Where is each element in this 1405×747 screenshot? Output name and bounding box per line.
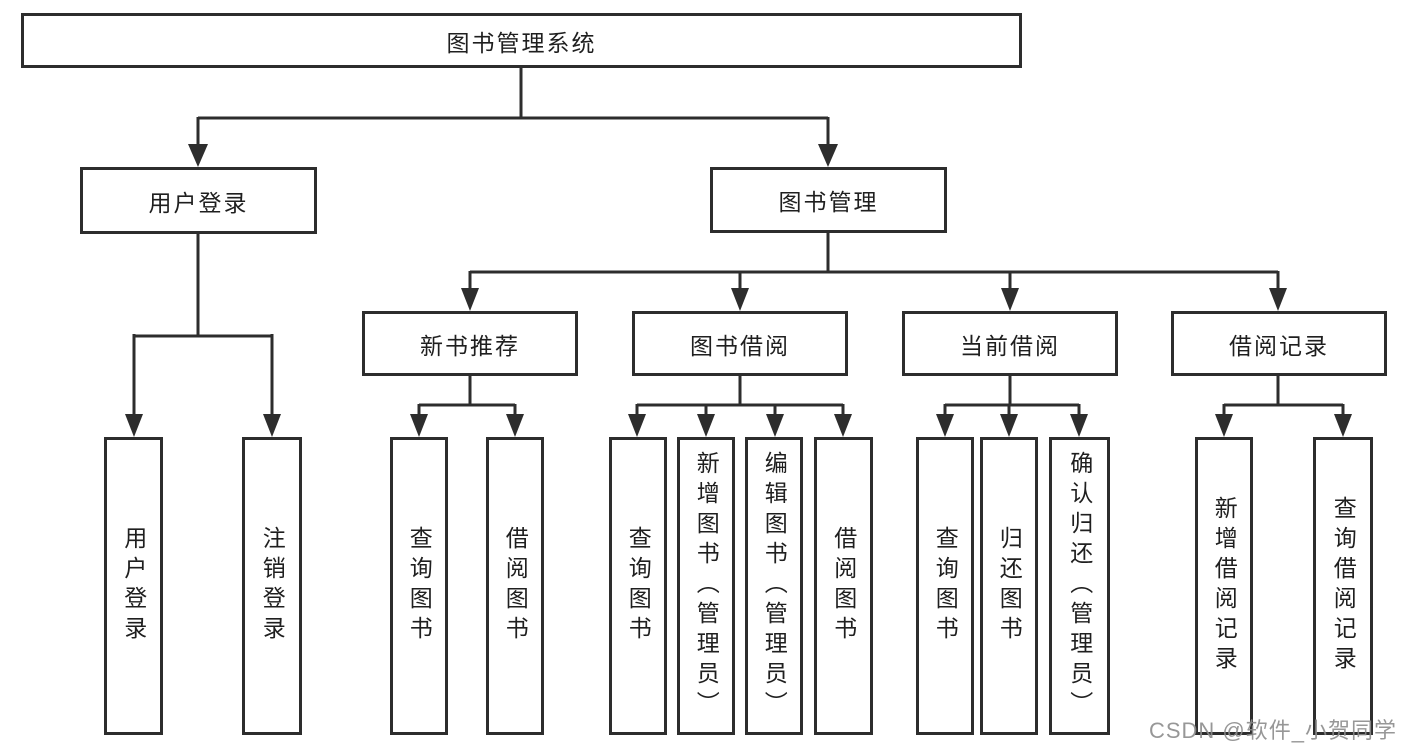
leaf-query-books-borrowing: 查询图书 bbox=[609, 437, 667, 735]
node-user-login: 用户登录 bbox=[80, 167, 317, 234]
leaf-query-books-current: 查询图书 bbox=[916, 437, 974, 735]
node-label: 新书推荐 bbox=[420, 332, 520, 359]
node-label: 确认归还（管理员） bbox=[1066, 451, 1093, 721]
node-label: 查询图书 bbox=[406, 526, 433, 646]
node-label: 图书管理 bbox=[778, 189, 879, 215]
leaf-confirm-return-admin: 确认归还（管理员） bbox=[1049, 437, 1110, 735]
node-label: 借阅图书 bbox=[830, 526, 857, 646]
node-label: 编辑图书（管理员） bbox=[761, 451, 788, 721]
leaf-edit-book-admin: 编辑图书（管理员） bbox=[745, 437, 803, 735]
csdn-watermark: CSDN @软件_小贺同学 bbox=[1148, 718, 1397, 743]
node-label: 新增图书（管理员） bbox=[693, 451, 720, 721]
node-borrowing-records: 借阅记录 bbox=[1171, 311, 1387, 376]
node-label: 查询图书 bbox=[625, 526, 652, 646]
leaf-borrow-books-newrec: 借阅图书 bbox=[486, 437, 544, 735]
node-label: 当前借阅 bbox=[960, 332, 1060, 359]
leaf-borrow-books-borrowing: 借阅图书 bbox=[814, 437, 873, 735]
leaf-query-borrow-record: 查询借阅记录 bbox=[1313, 437, 1373, 735]
leaf-query-books-newrec: 查询图书 bbox=[390, 437, 448, 735]
node-book-borrowing: 图书借阅 bbox=[632, 311, 848, 376]
leaf-user-login: 用户登录 bbox=[104, 437, 163, 735]
node-library-management-system: 图书管理系统 bbox=[21, 13, 1022, 68]
node-label: 借阅记录 bbox=[1229, 332, 1329, 359]
node-new-book-recommend: 新书推荐 bbox=[362, 311, 578, 376]
node-label: 用户登录 bbox=[148, 189, 249, 216]
leaf-add-book-admin: 新增图书（管理员） bbox=[677, 437, 735, 735]
node-label: 图书借阅 bbox=[690, 332, 790, 359]
node-label: 图书管理系统 bbox=[446, 29, 597, 56]
leaf-add-borrow-record: 新增借阅记录 bbox=[1195, 437, 1253, 735]
node-current-borrowing: 当前借阅 bbox=[902, 311, 1118, 376]
leaf-logout: 注销登录 bbox=[242, 437, 302, 735]
node-label: 用户登录 bbox=[120, 526, 147, 646]
node-label: 查询图书 bbox=[932, 526, 959, 646]
node-book-management: 图书管理 bbox=[710, 167, 947, 233]
node-label: 借阅图书 bbox=[502, 526, 529, 646]
node-label: 注销登录 bbox=[259, 526, 286, 646]
leaf-return-book: 归还图书 bbox=[980, 437, 1038, 735]
node-label: 归还图书 bbox=[996, 526, 1023, 646]
node-label: 新增借阅记录 bbox=[1211, 496, 1238, 676]
node-label: 查询借阅记录 bbox=[1330, 496, 1357, 676]
